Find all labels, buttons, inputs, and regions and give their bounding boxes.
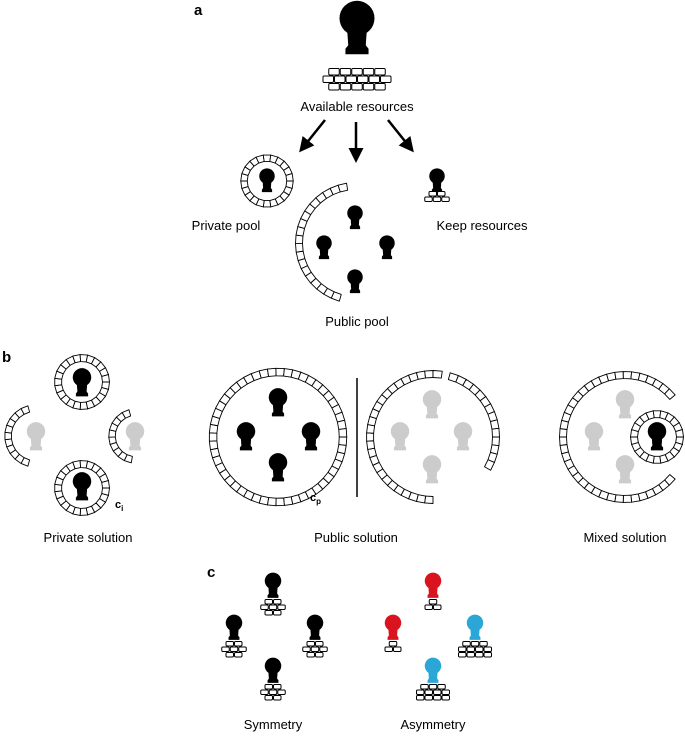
arrow-to-keep-resources — [387, 119, 414, 153]
mixed-solution-label: Mixed solution — [583, 530, 666, 545]
public-ring-partial-top-icon — [432, 370, 443, 379]
private-solution-label: Private solution — [44, 530, 133, 545]
private-agent-bottom-icon — [72, 472, 92, 501]
private-agent-right-faded-icon — [125, 422, 145, 451]
private-agent-left-faded-icon — [26, 422, 46, 451]
asymmetry-agent-right-blue-icon — [466, 614, 484, 640]
panel-letter-a: a — [194, 2, 203, 19]
symmetry-bricks-1-icon — [260, 599, 286, 616]
ci-symbol: ci — [115, 499, 123, 513]
big-agent-icon — [339, 0, 375, 55]
keep-resources-agent-icon — [429, 168, 445, 193]
cp-symbol: cp — [310, 492, 321, 506]
private-pool-agent-icon — [259, 168, 275, 193]
arrows-a — [299, 119, 414, 163]
mixed-ring-inner-icon — [630, 410, 684, 464]
available-resources-label: Available resources — [300, 99, 414, 114]
private-ring-left-icon — [4, 405, 31, 467]
public-pool-ring-icon — [295, 182, 349, 302]
agents-c — [221, 572, 492, 701]
private-pool-label: Private pool — [192, 218, 261, 233]
asymmetry-agent-top-red-icon — [424, 572, 442, 598]
symmetry-bricks-2-icon — [221, 641, 247, 658]
mixed-agent-top-faded-icon — [615, 390, 635, 419]
private-ring-right-icon — [108, 409, 133, 464]
public-ring-partial-right-icon — [447, 372, 500, 471]
asymmetry-agent-bottom-blue-icon — [424, 657, 442, 683]
symmetry-label: Symmetry — [244, 717, 303, 732]
keep-resources-bricks-icon — [424, 191, 450, 202]
public-agent-top-faded-icon — [422, 390, 442, 419]
mixed-agent-bottom-faded-icon — [615, 455, 635, 484]
public-ring-partial-left-icon — [366, 370, 434, 504]
private-ring-bottom-icon — [54, 460, 110, 516]
available-resources-bricks-icon — [322, 68, 392, 91]
symmetry-agent-4-icon — [264, 657, 282, 683]
asymmetry-bricks-top-icon — [424, 599, 442, 610]
public-agent-left-faded-icon — [390, 422, 410, 451]
public-agent-right-faded-icon — [453, 422, 473, 451]
arrow-to-private-pool — [299, 119, 326, 153]
public-agent-left-icon — [236, 422, 256, 451]
public-agent-top-icon — [268, 388, 288, 417]
symmetry-agent-2-icon — [225, 614, 243, 640]
mixed-agent-left-faded-icon — [584, 422, 604, 451]
panel-letter-c: c — [207, 564, 215, 581]
asymmetry-label: Asymmetry — [401, 717, 467, 732]
symmetry-bricks-4-icon — [260, 684, 286, 701]
asymmetry-agent-left-red-icon — [384, 614, 402, 640]
public-pool-agent-top-icon — [347, 205, 363, 230]
mixed-ring-outer-icon — [559, 371, 676, 503]
symmetry-agent-1-icon — [264, 572, 282, 598]
public-ring-full-icon — [208, 367, 348, 507]
symmetry-agent-3-icon — [306, 614, 324, 640]
public-agent-bottom-faded-icon — [422, 455, 442, 484]
asymmetry-bricks-left-icon — [384, 641, 402, 652]
asymmetry-bricks-right-icon — [458, 641, 492, 658]
private-agent-top-icon — [72, 368, 92, 397]
public-agent-bottom-icon — [268, 453, 288, 482]
private-pool-ring-icon — [240, 154, 294, 208]
public-pool-agent-right-icon — [379, 235, 395, 260]
public-solution-label: Public solution — [314, 530, 398, 545]
public-pool-agent-bottom-icon — [347, 269, 363, 294]
symmetry-bricks-3-icon — [302, 641, 328, 658]
mixed-agent-inner-icon — [647, 422, 667, 451]
asymmetry-bricks-bottom-icon — [416, 684, 450, 701]
panel-letter-b: b — [2, 349, 11, 366]
public-pool-label: Public pool — [325, 314, 389, 329]
private-ring-top-icon — [54, 354, 110, 410]
agents-and-pools-a — [240, 0, 450, 302]
public-agent-right-icon — [301, 422, 321, 451]
public-pool-agent-left-icon — [316, 235, 332, 260]
keep-resources-label: Keep resources — [436, 218, 528, 233]
solutions-b — [4, 354, 684, 516]
